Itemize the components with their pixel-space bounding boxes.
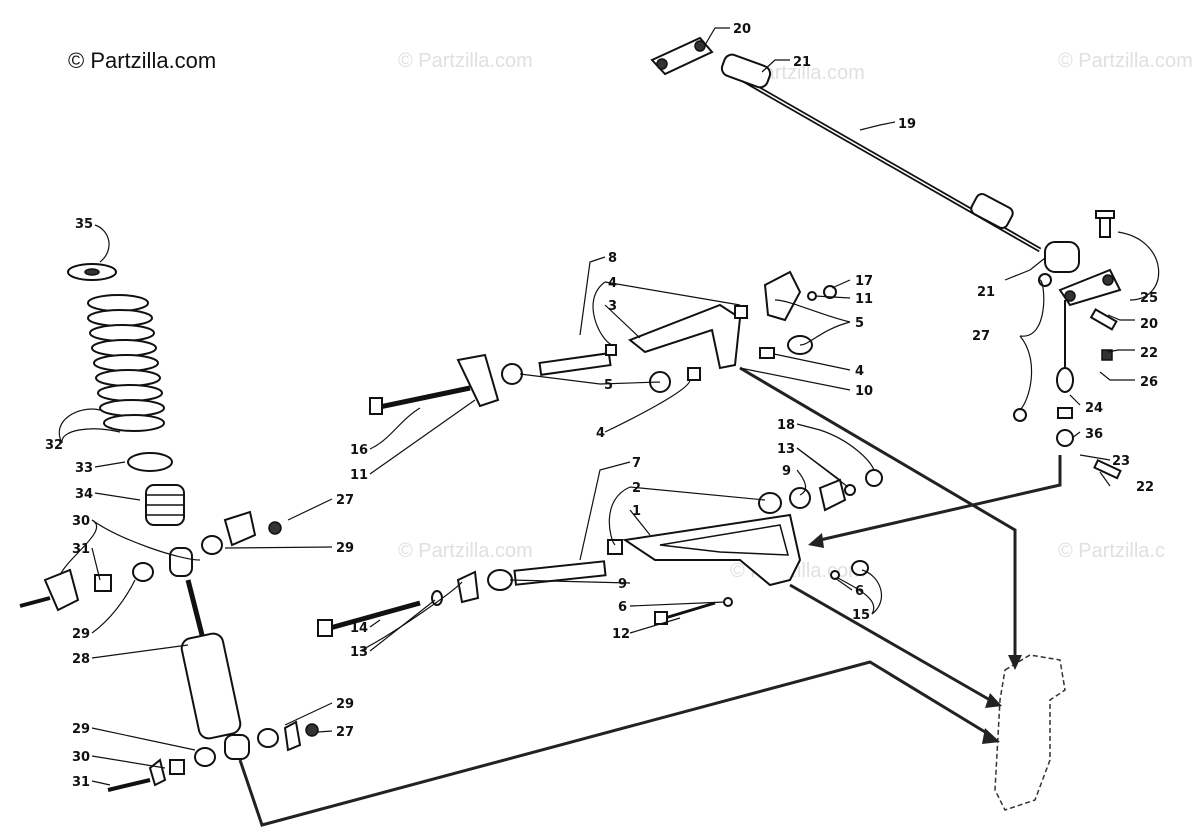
shock-absorber-assembly xyxy=(19,263,319,792)
callout-22-lower: 22 xyxy=(1136,480,1154,495)
lower-a-arm xyxy=(317,469,883,637)
callout-29: 29 xyxy=(72,627,90,642)
callout-18: 18 xyxy=(777,418,795,433)
callout-12: 12 xyxy=(612,627,630,642)
callout-32: 32 xyxy=(45,438,63,453)
callout-30: 30 xyxy=(72,514,90,529)
callout-16: 16 xyxy=(350,443,368,458)
callout-labels: 20 21 19 21 25 20 22 26 27 24 36 23 22 3… xyxy=(45,22,1158,790)
callout-6: 6 xyxy=(618,600,627,615)
callout-15: 15 xyxy=(852,608,870,623)
callout-13-lower: 13 xyxy=(350,645,368,660)
callout-29-bottom: 29 xyxy=(336,697,354,712)
callout-14: 14 xyxy=(350,621,368,636)
tie-rod-assembly xyxy=(650,36,1122,307)
callout-9-lower: 9 xyxy=(618,577,627,592)
callout-31: 31 xyxy=(72,542,90,557)
spindle-outline xyxy=(994,654,1066,811)
callout-31-lower: 31 xyxy=(72,775,90,790)
watermark: © Partzilla.c xyxy=(1058,540,1165,562)
leader-lines xyxy=(58,27,1160,786)
callout-9: 9 xyxy=(782,464,791,479)
callout-29-mid: 29 xyxy=(336,541,354,556)
callout-33: 33 xyxy=(75,461,93,476)
callout-35: 35 xyxy=(75,217,93,232)
callout-11-left: 11 xyxy=(350,468,368,483)
callout-27-bottom: 27 xyxy=(336,725,354,740)
copyright-notice: © Partzilla.com xyxy=(68,48,217,73)
callout-21: 21 xyxy=(793,55,811,70)
upper-a-arm xyxy=(369,270,837,415)
callout-23: 23 xyxy=(1112,454,1130,469)
callout-2: 2 xyxy=(632,481,641,496)
callout-30-lower: 30 xyxy=(72,750,90,765)
callout-20: 20 xyxy=(733,22,751,37)
callout-5-left: 5 xyxy=(604,378,613,393)
callout-13: 13 xyxy=(777,442,795,457)
watermark: © Partzilla.com xyxy=(1058,50,1193,72)
callout-28: 28 xyxy=(72,652,90,667)
assembly-path-lines xyxy=(238,366,1062,827)
callout-3: 3 xyxy=(608,299,617,314)
callout-36: 36 xyxy=(1085,427,1103,442)
callout-19: 19 xyxy=(898,117,916,132)
callout-1: 1 xyxy=(632,504,641,519)
callout-17: 17 xyxy=(855,274,873,289)
callout-24: 24 xyxy=(1085,401,1103,416)
callout-29-lower: 29 xyxy=(72,722,90,737)
callout-6-right: 6 xyxy=(855,584,864,599)
watermark: © Partzilla.com xyxy=(398,50,533,72)
tie-rod-end-hardware xyxy=(1013,210,1122,480)
coil-spring xyxy=(87,294,165,432)
callout-26: 26 xyxy=(1140,375,1158,390)
watermark: © Partzilla.com xyxy=(398,540,533,562)
callout-20-lower: 20 xyxy=(1140,317,1158,332)
callout-22: 22 xyxy=(1140,346,1158,361)
callout-4-right: 4 xyxy=(855,364,864,379)
callout-4: 4 xyxy=(608,276,617,291)
callout-27: 27 xyxy=(972,329,990,344)
callout-21-lower: 21 xyxy=(977,285,995,300)
callout-10: 10 xyxy=(855,384,873,399)
callout-25: 25 xyxy=(1140,291,1158,306)
callout-8: 8 xyxy=(608,251,617,266)
callout-34: 34 xyxy=(75,487,93,502)
callout-7: 7 xyxy=(632,456,641,471)
callout-5: 5 xyxy=(855,316,864,331)
callout-27-left: 27 xyxy=(336,493,354,508)
callout-4-lower: 4 xyxy=(596,426,605,441)
callout-11: 11 xyxy=(855,292,873,307)
